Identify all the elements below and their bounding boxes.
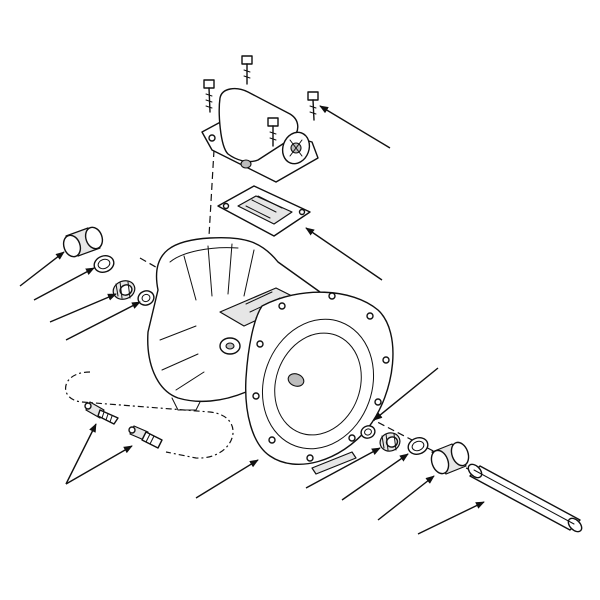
vertical-center-line — [204, 149, 215, 306]
bolt-3 — [267, 117, 279, 147]
callout-arrow-shaft — [417, 501, 485, 535]
callout-arrow-fitting-b — [65, 445, 133, 485]
right-o-ring — [407, 437, 429, 455]
callout-arrow-bolt — [319, 105, 391, 149]
bolt-4 — [307, 91, 319, 121]
left-bore-hole — [225, 342, 235, 350]
block-port-vanes — [289, 139, 303, 157]
right-bushing — [430, 441, 470, 475]
fitting-group-outline — [65, 371, 234, 459]
flange-inner-ring — [261, 318, 375, 450]
callout-arrow-fitting-a — [65, 423, 97, 485]
bolt-2 — [241, 55, 253, 85]
mounting-bolts — [203, 55, 319, 147]
left-bushing — [62, 226, 104, 258]
gasket-inner — [237, 195, 293, 225]
block-gasket — [217, 185, 311, 237]
callout-arrow-right-washer — [373, 367, 439, 421]
shaft — [467, 463, 583, 533]
flange-plate — [245, 291, 394, 465]
callout-arrows — [19, 105, 485, 535]
left-seal — [112, 280, 136, 300]
housing-ribs-lower — [159, 325, 205, 391]
grease-fitting-straight — [84, 401, 119, 425]
callout-arrow-right-o-ring — [341, 453, 409, 501]
callout-arrow-left-seal — [49, 293, 117, 323]
housing-flange — [245, 291, 394, 475]
block-side-hole — [240, 159, 252, 169]
housing-foot — [171, 397, 201, 411]
grease-fitting-angled — [128, 425, 163, 449]
callout-arrow-left-washer — [65, 301, 141, 341]
left-o-ring — [93, 255, 115, 273]
flange-shaft-bore — [287, 373, 305, 387]
left-washer — [137, 290, 155, 306]
valve-block — [201, 87, 319, 183]
callout-arrow-right-seal — [305, 447, 381, 489]
gasket-ports — [245, 195, 283, 219]
callout-arrow-flange — [195, 459, 259, 499]
housing-rim — [169, 247, 239, 263]
callout-arrow-left-bushing — [19, 251, 65, 287]
bolt-1 — [203, 79, 215, 113]
housing-ribs — [183, 243, 255, 301]
right-washer — [360, 425, 376, 439]
flange-bolt-holes — [252, 292, 390, 462]
callout-arrow-left-o-ring — [33, 267, 95, 301]
shaft-highlight — [473, 469, 575, 525]
gasket-hole-b — [298, 208, 306, 216]
flange-face — [274, 332, 362, 436]
shaft-end-right — [567, 517, 583, 533]
block-bolt-hole-a — [208, 134, 216, 142]
flange-base-tab — [311, 451, 357, 475]
callout-arrow-right-bushing — [377, 475, 435, 521]
callout-arrow-gasket — [305, 227, 383, 281]
gasket-hole-a — [222, 202, 230, 210]
right-seal — [379, 432, 401, 452]
